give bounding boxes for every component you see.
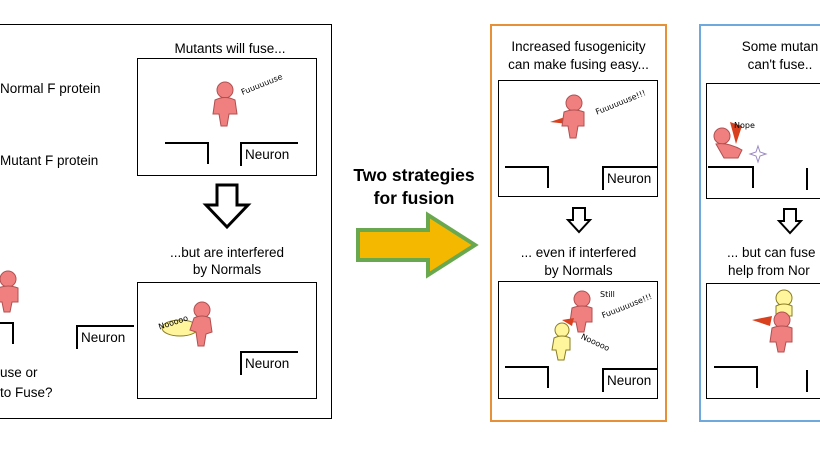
right-nope-label: Nope (734, 121, 755, 130)
interfered-caption-1: ...but are interfered (169, 245, 285, 260)
partial-mutant-figure-icon (0, 270, 19, 313)
mid-interfered-figures-icon (551, 290, 593, 361)
right-caption-2: can't fuse.. (747, 57, 813, 72)
right-ledge-1 (708, 166, 754, 188)
mid-down-arrow-icon (565, 207, 593, 234)
mid-ledge-2 (505, 366, 549, 388)
interfered-figures-icon (161, 301, 213, 347)
mid-caption-2: can make fusing easy... (508, 57, 649, 72)
neuron-box-2: Neuron (240, 351, 298, 375)
ledge-left-partial (0, 322, 14, 344)
big-right-arrow-icon (356, 211, 479, 279)
right-help-1: ... but can fuse (727, 245, 816, 260)
neuron-box-1: Neuron (240, 142, 298, 166)
down-arrow-icon (202, 183, 252, 230)
right-neuron-partial (806, 168, 820, 190)
mid-mutant-figure-icon (550, 94, 585, 139)
question-line-2: to Fuse? (0, 385, 53, 400)
interfered-caption-2: by Normals (192, 262, 262, 277)
right-help-2: help from Nor (728, 263, 810, 278)
mid-caption-1: Increased fusogenicity (511, 39, 646, 54)
right-down-arrow-icon (776, 208, 804, 235)
mid-ledge-1 (505, 166, 549, 188)
right-helped-figures-icon (752, 289, 793, 353)
arrow-label-1: Two strategies (353, 165, 475, 185)
neuron-box-3: Neuron (76, 325, 134, 349)
mutant-figure-icon (212, 81, 238, 127)
mid-interfered-2: by Normals (544, 263, 613, 278)
mutants-caption: Mutants will fuse... (174, 41, 286, 56)
mid-interfered-1: ... even if interfered (520, 245, 637, 260)
mid-neuron-box-1: Neuron (602, 166, 658, 190)
ledge-left-1 (165, 142, 209, 164)
mid-still-label: Still (600, 290, 615, 299)
right-ledge-2 (714, 366, 758, 388)
question-line-1: use or (0, 365, 38, 380)
right-caption-1: Some mutan (741, 39, 819, 54)
legend-mutant-label: Mutant F protein (0, 153, 99, 168)
mid-neuron-box-2: Neuron (602, 368, 658, 392)
right-scene-box-2 (706, 283, 820, 399)
legend-normal-label: Normal F protein (0, 81, 101, 96)
right-neuron-partial-2 (806, 370, 820, 392)
right-blocked-figure-icon (713, 122, 768, 164)
arrow-label-2: for fusion (373, 188, 455, 208)
interfered-scene-box (137, 282, 317, 399)
